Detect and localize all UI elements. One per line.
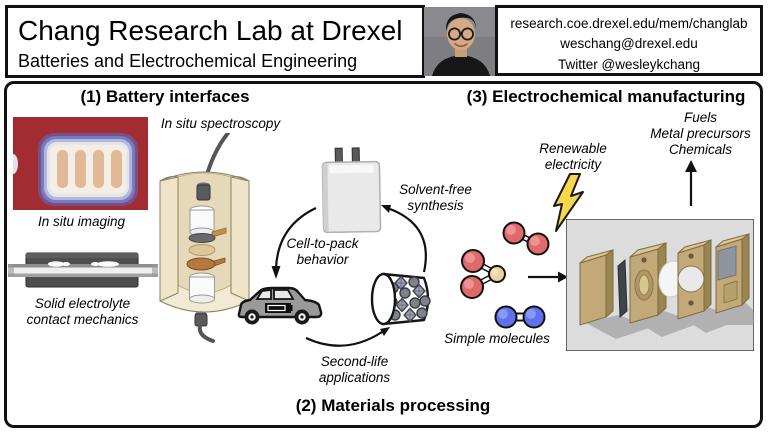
flow-frame-block (629, 242, 667, 324)
second-life-label: Second-life applications (318, 354, 391, 386)
lightning-bolt-icon (553, 173, 584, 232)
lab-title: Chang Research Lab at Drexel (18, 15, 403, 46)
headshot-photo (424, 7, 498, 76)
arrow-car-to-drum (305, 327, 390, 347)
glasses-icon (447, 27, 461, 41)
battery-icon (265, 303, 291, 313)
heatmap-stripes (57, 150, 122, 188)
hair (445, 13, 477, 31)
frame-with-window (677, 239, 712, 320)
shirt (432, 55, 490, 76)
arrow-cell-to-car (271, 207, 317, 279)
in-situ-imaging-figure (13, 117, 148, 210)
gasket-plate (717, 245, 737, 281)
contact-box: research.coe.drexel.edu/mem/changlab wes… (495, 5, 763, 76)
contact-twitter: Twitter @wesleykchang (557, 56, 700, 72)
end-plate-left (579, 249, 614, 326)
header-title-box: Chang Research Lab at Drexel Batteries a… (5, 5, 425, 78)
car-icon (237, 286, 323, 325)
wheel-icon (244, 309, 310, 325)
end-plate-right (715, 233, 750, 314)
arrow-molecules-to-stack (528, 271, 568, 283)
spectroscopy-cell-figure (159, 133, 250, 343)
in-situ-spectroscopy-label: In situ spectroscopy (160, 116, 281, 131)
electrode-plate (617, 258, 628, 319)
pouch-cell-icon (321, 147, 382, 234)
contact-website: research.coe.drexel.edu/mem/changlab (510, 16, 748, 31)
simple-molecules-label: Simple molecules (444, 331, 550, 346)
section-2-heading: (2) Materials processing (295, 396, 491, 415)
solid-electrolyte-figure (8, 252, 158, 288)
probe-wire-bottom (197, 324, 215, 343)
arrow-stack-to-products (685, 160, 697, 206)
products-label: Fuels Metal precursors Chemicals (650, 110, 751, 158)
contact-email: weschang@drexel.edu (560, 36, 698, 52)
section-3-heading: (3) Electrochemical manufacturing (466, 87, 746, 106)
in-situ-imaging-label: In situ imaging (37, 214, 126, 229)
blue-diatomic-molecule (494, 305, 546, 329)
lab-subtitle: Batteries and Electrochemical Engineerin… (18, 51, 358, 71)
arrow-drum-to-cell (381, 205, 427, 273)
milling-drum-icon (370, 272, 431, 326)
simple-molecules-figure (460, 221, 550, 329)
solid-electrolyte-label: Solid electrolyte contact mechanics (26, 296, 139, 328)
red-diatomic-molecule (502, 221, 550, 256)
cell-to-pack-label: Cell-to-pack behavior (286, 236, 359, 268)
cell-stack-render (566, 219, 754, 351)
triatomic-molecule (460, 249, 506, 299)
section-1-heading: (1) Battery interfaces (80, 87, 250, 106)
renewable-electricity-label: Renewable electricity (539, 141, 607, 173)
solvent-free-label: Solvent-free synthesis (399, 182, 472, 214)
